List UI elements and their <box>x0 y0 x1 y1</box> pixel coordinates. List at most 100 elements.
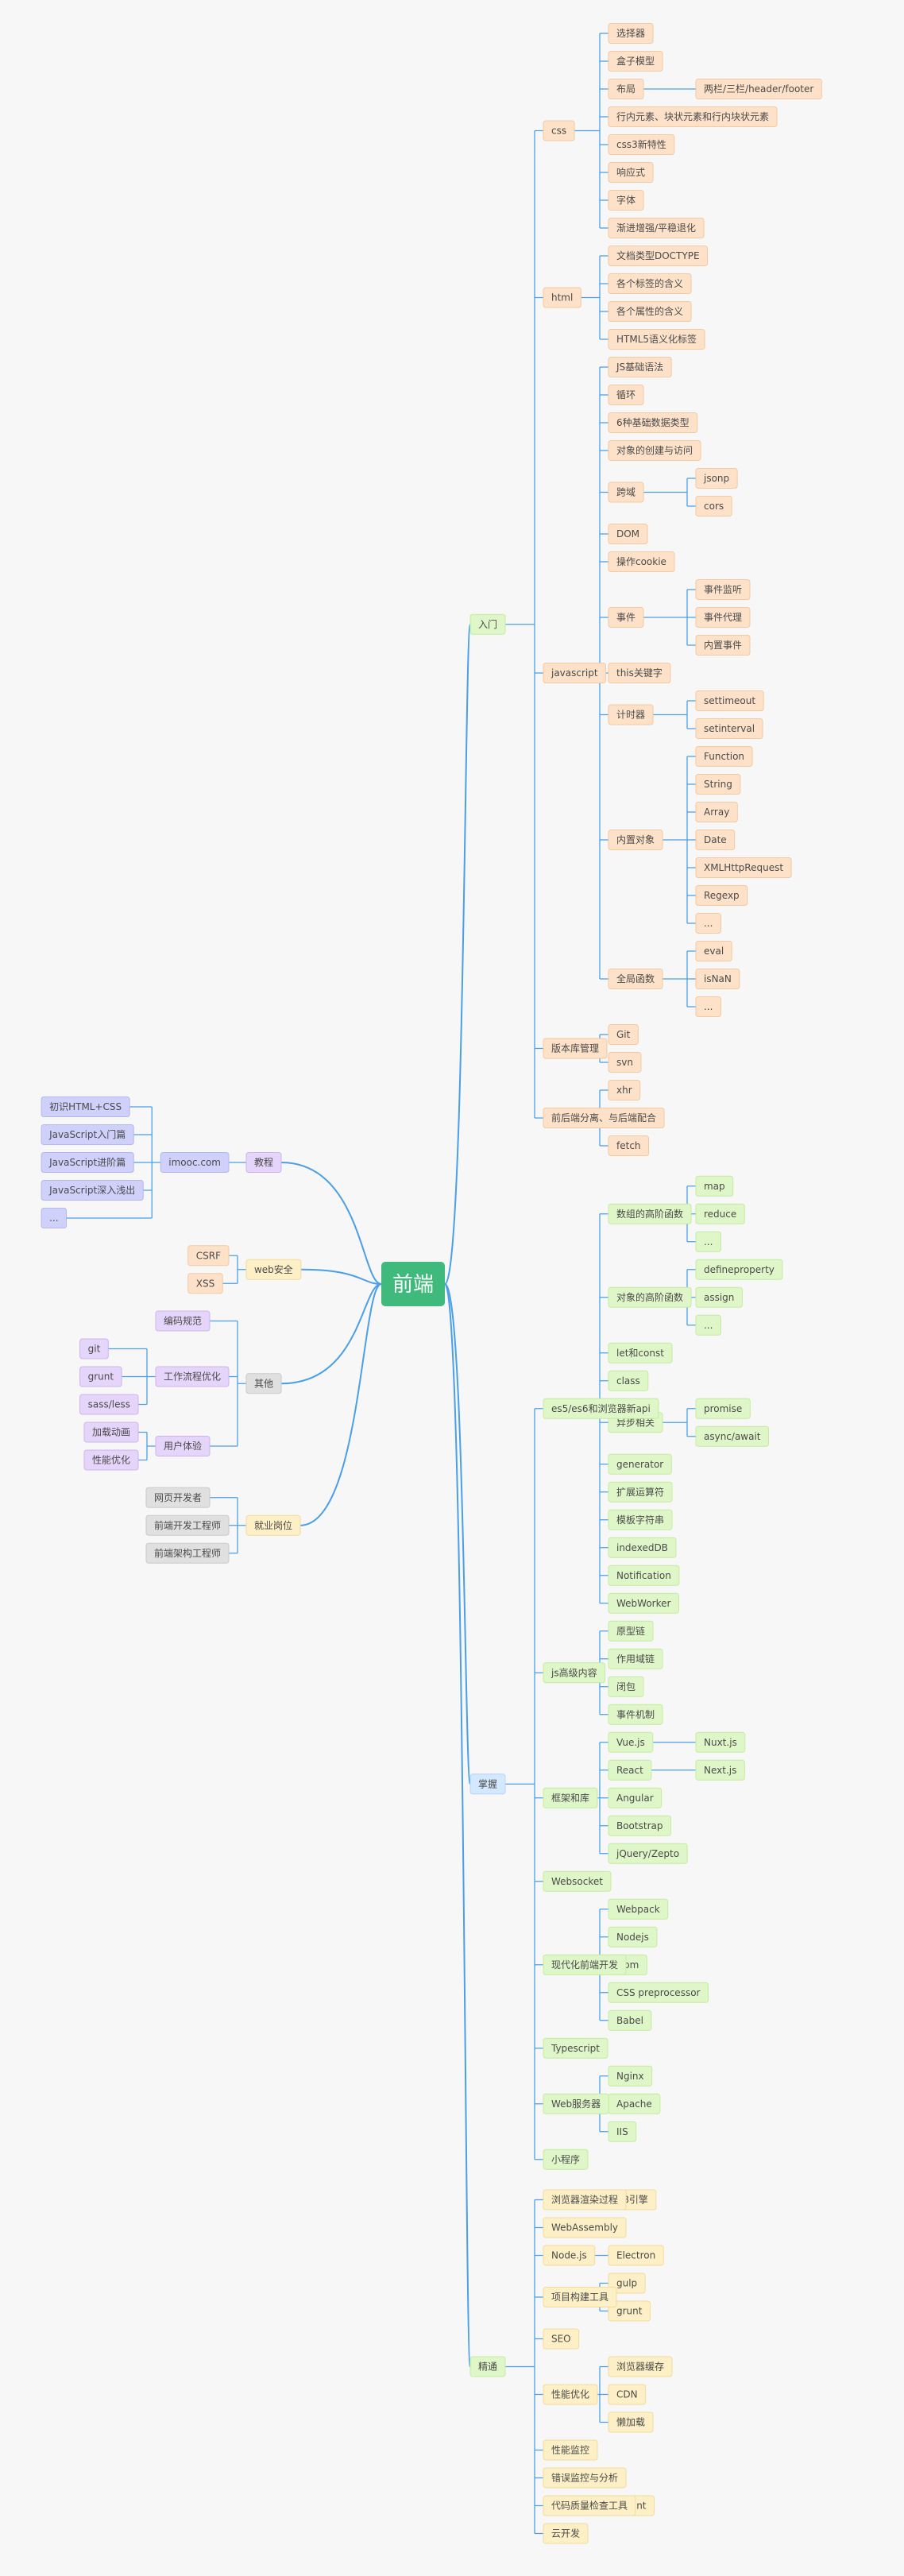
topic-js-level-2[interactable]: js高级内容 <box>543 1662 606 1684</box>
topic-function-level-4[interactable]: Function <box>695 746 753 767</box>
topic-item-level-3[interactable]: 作用域链 <box>608 1648 663 1669</box>
topic-css3-level-3[interactable]: css3新特性 <box>608 134 675 155</box>
topic-item-level-3[interactable]: 扩展运算符 <box>608 1481 673 1503</box>
topic-react-level-3[interactable]: React <box>608 1759 652 1781</box>
topic-typescript-level-2[interactable]: Typescript <box>543 2037 608 2059</box>
topic-async-await-level-4[interactable]: async/await <box>695 1425 770 1447</box>
topic-iis-level-3[interactable]: IIS <box>608 2121 637 2142</box>
topic-item-level-3[interactable]: 全局函数 <box>608 969 663 989</box>
topic-item-level-2[interactable]: 前端开发工程师 <box>145 1514 230 1536</box>
topic-item-level-1[interactable]: 掌握 <box>469 1773 506 1795</box>
topic-apache-level-3[interactable]: Apache <box>608 2093 661 2114</box>
topic-dom-level-3[interactable]: DOM <box>608 524 648 544</box>
topic-item-level-2[interactable]: 浏览器渲染过程 <box>543 2189 627 2210</box>
topic-nuxt-js-level-4[interactable]: Nuxt.js <box>695 1731 746 1753</box>
topic-item-level-1[interactable]: 精通 <box>469 2356 506 2377</box>
topic-item-level-1[interactable]: 其他 <box>245 1373 282 1394</box>
topic-item-level-3[interactable]: 原型链 <box>608 1620 654 1642</box>
topic-item-level-4[interactable]: 事件代理 <box>695 607 751 628</box>
topic-web-level-2[interactable]: Web服务器 <box>543 2093 609 2114</box>
topic-date-level-4[interactable]: Date <box>695 830 736 850</box>
topic-item-level-2[interactable]: 网页开发者 <box>145 1487 211 1508</box>
topic-item-level-3[interactable]: 对象的创建与访问 <box>608 440 701 461</box>
topic-item-level-3[interactable]: 循环 <box>608 385 644 405</box>
topic-css-level-2[interactable]: css <box>543 120 575 141</box>
topic-item-level-2[interactable]: 工作流程优化 <box>155 1366 230 1387</box>
topic-item-level-3[interactable]: 模板字符串 <box>608 1509 673 1530</box>
topic-item-level-4[interactable]: ... <box>695 996 721 1017</box>
topic-js-level-3[interactable]: JS基础语法 <box>608 357 672 377</box>
topic-header-footer-level-4[interactable]: 两栏/三栏/header/footer <box>695 79 822 99</box>
topic-map-level-4[interactable]: map <box>695 1175 734 1197</box>
topic-item-level-3[interactable]: 计时器 <box>608 704 654 725</box>
topic-svn-level-3[interactable]: svn <box>608 1052 642 1073</box>
root-topic[interactable]: 前端 <box>381 1262 445 1306</box>
topic-bootstrap-level-3[interactable]: Bootstrap <box>608 1815 671 1836</box>
topic-websocket-level-2[interactable]: Websocket <box>543 1870 612 1892</box>
topic-cors-level-4[interactable]: cors <box>695 496 732 516</box>
topic-javascript-level-3[interactable]: JavaScript深入浅出 <box>41 1180 144 1201</box>
topic-settimeout-level-4[interactable]: settimeout <box>695 690 764 711</box>
topic-item-level-2[interactable]: 框架和库 <box>543 1787 598 1808</box>
topic-this-level-3[interactable]: this关键字 <box>608 663 671 683</box>
topic-array-level-4[interactable]: Array <box>695 802 738 822</box>
topic-item-level-2[interactable]: 前后端分离、与后端配合 <box>543 1108 665 1128</box>
topic-item-level-4[interactable]: 事件监听 <box>695 579 751 600</box>
topic-item-level-3[interactable]: 字体 <box>608 190 644 211</box>
topic-node-js-level-2[interactable]: Node.js <box>543 2245 596 2266</box>
topic-item-level-3[interactable]: 渐进增强/平稳退化 <box>608 218 705 238</box>
topic-imooc-com-level-2[interactable]: imooc.com <box>160 1152 230 1173</box>
topic-item-level-2[interactable]: 项目构建工具 <box>543 2287 617 2307</box>
topic-html-css-level-3[interactable]: 初识HTML+CSS <box>41 1097 130 1117</box>
topic-gulp-level-3[interactable]: gulp <box>608 2272 646 2294</box>
topic-javascript-level-3[interactable]: JavaScript进阶篇 <box>41 1152 134 1173</box>
topic-jquery-zepto-level-3[interactable]: jQuery/Zepto <box>608 1843 688 1864</box>
topic-vue-js-level-3[interactable]: Vue.js <box>608 1731 654 1753</box>
topic-html5-level-3[interactable]: HTML5语义化标签 <box>608 329 705 350</box>
topic-javascript-level-3[interactable]: JavaScript入门篇 <box>41 1124 134 1145</box>
topic-item-level-3[interactable]: 响应式 <box>608 162 654 183</box>
topic-sass-less-level-3[interactable]: sass/less <box>79 1394 139 1415</box>
topic-item-level-3[interactable]: 加载动画 <box>83 1421 139 1443</box>
topic-indexeddb-level-3[interactable]: indexedDB <box>608 1537 677 1558</box>
topic-item-level-3[interactable]: 各个属性的含义 <box>608 301 692 322</box>
topic-item-level-3[interactable]: ... <box>41 1208 68 1228</box>
topic-isnan-level-4[interactable]: isNaN <box>695 969 740 989</box>
topic-notification-level-3[interactable]: Notification <box>608 1565 680 1586</box>
topic-defineproperty-level-4[interactable]: defineproperty <box>695 1259 783 1280</box>
topic-reduce-level-4[interactable]: reduce <box>695 1203 745 1224</box>
topic-let-const-level-3[interactable]: let和const <box>608 1342 673 1363</box>
topic-6-level-3[interactable]: 6种基础数据类型 <box>608 412 698 433</box>
topic-item-level-4[interactable]: ... <box>695 913 721 934</box>
topic-item-level-3[interactable]: 对象的高阶函数 <box>608 1286 692 1308</box>
topic-item-level-2[interactable]: 现代化前端开发 <box>543 1954 627 1975</box>
topic-item-level-4[interactable]: ... <box>695 1231 721 1252</box>
topic-assign-level-4[interactable]: assign <box>695 1286 743 1308</box>
topic-item-level-2[interactable]: 用户体验 <box>155 1436 211 1456</box>
topic-regexp-level-4[interactable]: Regexp <box>695 885 748 906</box>
topic-string-level-4[interactable]: String <box>695 774 741 795</box>
topic-item-level-4[interactable]: ... <box>695 1314 721 1336</box>
topic-item-level-3[interactable]: 懒加载 <box>608 2412 654 2433</box>
topic-item-level-3[interactable]: 跨域 <box>608 482 644 503</box>
topic-item-level-2[interactable]: 性能优化 <box>543 2384 598 2405</box>
topic-git-level-3[interactable]: git <box>79 1338 109 1360</box>
topic-item-level-3[interactable]: 盒子模型 <box>608 51 663 72</box>
topic-item-level-2[interactable]: 代码质量检查工具 <box>543 2495 636 2516</box>
topic-item-level-3[interactable]: 性能优化 <box>83 1449 139 1471</box>
topic-fetch-level-3[interactable]: fetch <box>608 1135 650 1156</box>
topic-item-level-3[interactable]: 事件机制 <box>608 1704 663 1725</box>
topic-item-level-1[interactable]: 入门 <box>469 613 506 635</box>
topic-item-level-3[interactable]: 内置对象 <box>608 830 663 850</box>
topic-webpack-level-3[interactable]: Webpack <box>608 1898 669 1920</box>
topic-item-level-4[interactable]: 内置事件 <box>695 635 751 656</box>
topic-webworker-level-3[interactable]: WebWorker <box>608 1592 679 1614</box>
topic-item-level-2[interactable]: 小程序 <box>543 2149 589 2170</box>
topic-html-level-2[interactable]: html <box>543 287 581 308</box>
topic-item-level-3[interactable]: 行内元素、块状元素和行内块状元素 <box>608 106 778 127</box>
topic-nodejs-level-3[interactable]: Nodejs <box>608 1926 658 1947</box>
topic-class-level-3[interactable]: class <box>608 1370 649 1391</box>
topic-es5-es6-api-level-2[interactable]: es5/es6和浏览器新api <box>543 1398 659 1419</box>
topic-cdn-level-3[interactable]: CDN <box>608 2384 647 2405</box>
topic-item-level-1[interactable]: 教程 <box>245 1152 282 1173</box>
